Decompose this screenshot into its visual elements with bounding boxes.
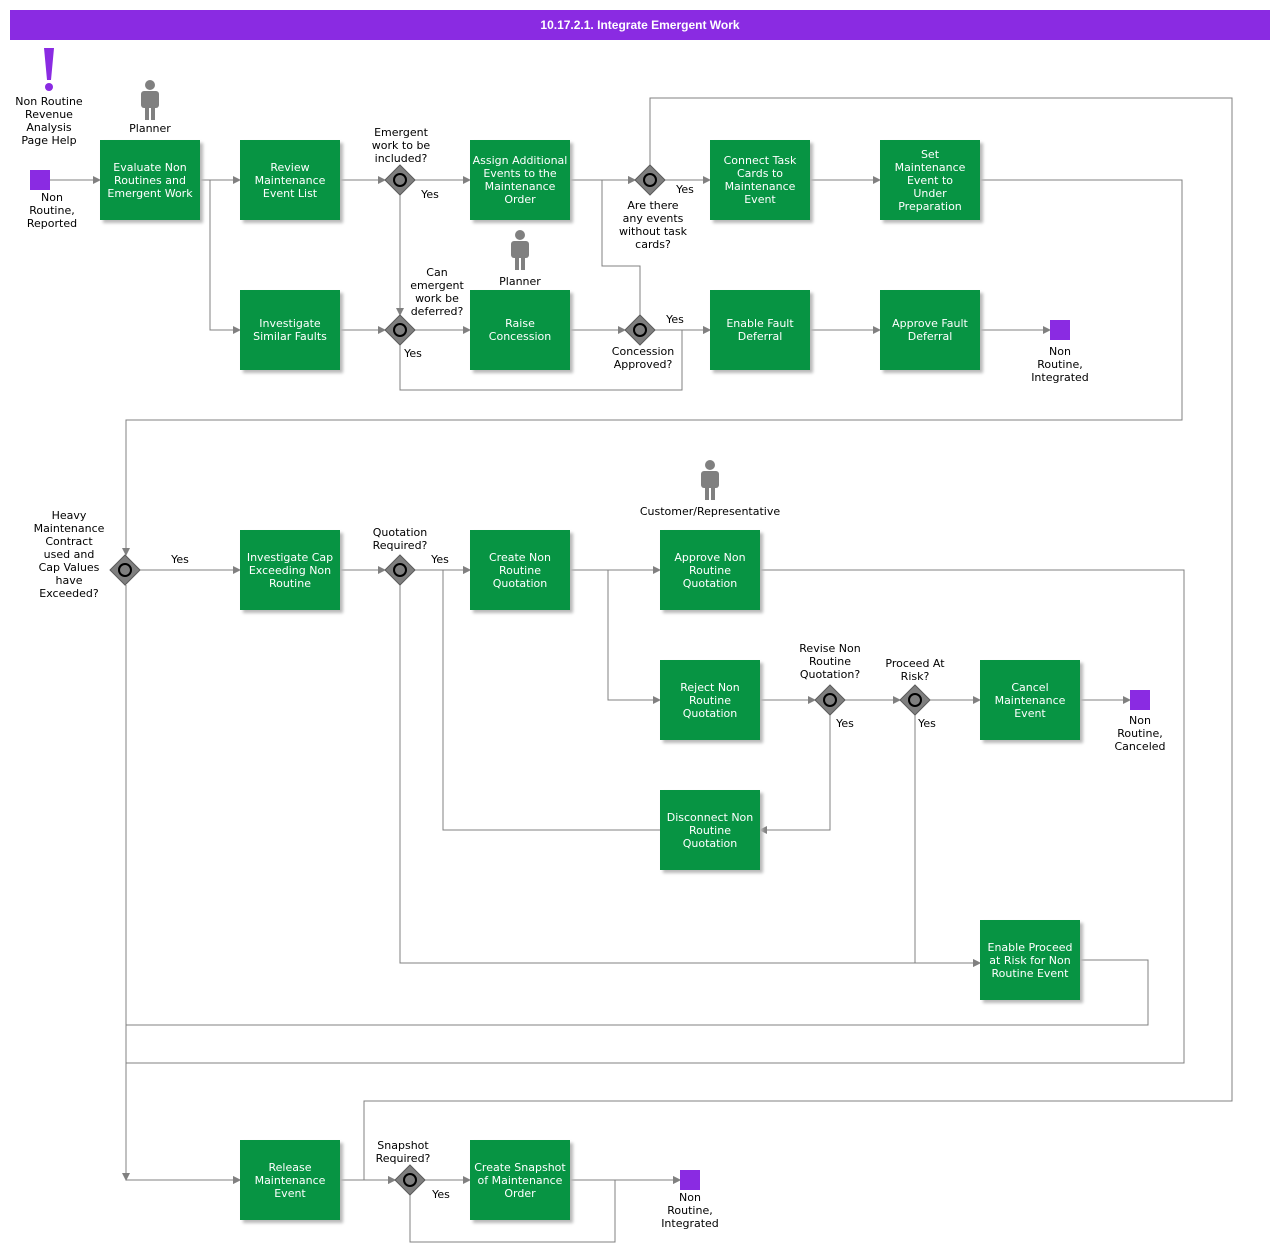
- flow-quotation-no-proceed: [399, 585, 981, 967]
- gateway-label-emergent-included: Emergent work to be included?: [371, 126, 431, 165]
- role-customer: Customer/Representative: [639, 505, 781, 518]
- end-event-integrated-2[interactable]: [680, 1170, 700, 1190]
- gateway-label-can-defer: Can emergent work be deferred?: [410, 266, 464, 318]
- gateway-quotation-required[interactable]: [384, 554, 416, 586]
- flow-label-yes: Yes: [431, 553, 449, 566]
- flow-label-yes: Yes: [421, 188, 439, 201]
- flow-revise-disconnect: [759, 715, 831, 834]
- gateway-label-concession-approved: Concession Approved?: [611, 345, 675, 371]
- task-connect[interactable]: Connect Task Cards to Maintenance Event: [710, 140, 810, 220]
- actor-icon-planner-2: [511, 230, 529, 270]
- task-disconnect-quotation[interactable]: Disconnect Non Routine Quotation: [660, 790, 760, 870]
- flow-snapshot-no-end: [409, 1176, 681, 1243]
- flow-label-yes: Yes: [676, 183, 694, 196]
- task-approve-fault[interactable]: Approve Fault Deferral: [880, 290, 980, 370]
- task-enable-fault[interactable]: Enable Fault Deferral: [710, 290, 810, 370]
- task-investigate-similar[interactable]: Investigate Similar Faults: [240, 290, 340, 370]
- flow-label-yes: Yes: [918, 717, 936, 730]
- task-set-event[interactable]: Set Maintenance Event to Under Preparati…: [880, 140, 980, 220]
- flow-events-no-loop: [363, 97, 1233, 1184]
- gateway-label-snapshot-required: Snapshot Required?: [375, 1139, 431, 1165]
- flow-heavy-no-release: [125, 585, 241, 1184]
- end-event-canceled[interactable]: [1130, 690, 1150, 710]
- flow-label-yes: Yes: [836, 717, 854, 730]
- end-event-integrated-1[interactable]: [1050, 320, 1070, 340]
- flow-no-defer-loop: [399, 326, 711, 391]
- gateway-snapshot-required[interactable]: [394, 1164, 426, 1196]
- gateway-label-events-without-cards: Are there any events without task cards?: [618, 199, 687, 251]
- flow-set-heavy: [122, 179, 1183, 556]
- gateway-proceed-at-risk[interactable]: [899, 684, 931, 716]
- help-label[interactable]: Non Routine Revenue Analysis Page Help: [15, 95, 83, 147]
- actor-icon-planner-1: [141, 80, 159, 120]
- flow-evaluate-investigate-similar: [200, 179, 241, 334]
- gateway-emergent-included[interactable]: [384, 164, 416, 196]
- flow-proceed-yes-enable: [914, 715, 981, 967]
- diagram-title: 10.17.2.1. Integrate Emergent Work: [10, 10, 1270, 40]
- gateway-label-revise-quotation: Revise Non Routine Quotation?: [799, 642, 861, 681]
- task-create-snapshot[interactable]: Create Snapshot of Maintenance Order: [470, 1140, 570, 1220]
- role-planner-2: Planner: [499, 275, 541, 288]
- end-event-integrated-1-label: Non Routine, Integrated: [1031, 345, 1089, 384]
- gateway-concession-approved[interactable]: [624, 314, 656, 346]
- flow-create-reject: [570, 569, 661, 704]
- start-event[interactable]: [30, 170, 50, 190]
- gateway-heavy-maintenance[interactable]: [109, 554, 141, 586]
- task-investigate-cap[interactable]: Investigate Cap Exceeding Non Routine: [240, 530, 340, 610]
- task-review[interactable]: Review Maintenance Event List: [240, 140, 340, 220]
- end-event-canceled-label: Non Routine, Canceled: [1114, 714, 1166, 753]
- task-evaluate[interactable]: Evaluate Non Routines and Emergent Work: [100, 140, 200, 220]
- task-release-event[interactable]: Release Maintenance Event: [240, 1140, 340, 1220]
- flow-label-yes: Yes: [666, 313, 684, 326]
- gateway-events-without-cards[interactable]: [634, 164, 666, 196]
- task-approve-quotation[interactable]: Approve Non Routine Quotation: [660, 530, 760, 610]
- flow-disconnect-create: [442, 566, 660, 831]
- gateway-label-heavy-maintenance: Heavy Maintenance Contract used and Cap …: [33, 509, 105, 600]
- task-cancel-event[interactable]: Cancel Maintenance Event: [980, 660, 1080, 740]
- gateway-label-proceed-at-risk: Proceed At Risk?: [885, 657, 945, 683]
- flow-label-yes: Yes: [404, 347, 422, 360]
- exclamation-icon: [44, 48, 54, 91]
- task-assign[interactable]: Assign Additional Events to the Maintena…: [470, 140, 570, 220]
- task-reject-quotation[interactable]: Reject Non Routine Quotation: [660, 660, 760, 740]
- gateway-label-quotation-required: Quotation Required?: [372, 526, 428, 552]
- actor-icon-customer: [701, 460, 719, 500]
- gateway-can-defer[interactable]: [384, 314, 416, 346]
- task-raise-concession[interactable]: Raise Concession: [470, 290, 570, 370]
- task-create-quotation[interactable]: Create Non Routine Quotation: [470, 530, 570, 610]
- gateway-revise-quotation[interactable]: [814, 684, 846, 716]
- end-event-integrated-2-label: Non Routine, Integrated: [661, 1191, 719, 1230]
- role-planner-1: Planner: [129, 122, 171, 135]
- flow-label-yes: Yes: [432, 1188, 450, 1201]
- start-event-label: Non Routine, Reported: [26, 191, 78, 230]
- flow-label-yes: Yes: [171, 553, 189, 566]
- task-enable-proceed[interactable]: Enable Proceed at Risk for Non Routine E…: [980, 920, 1080, 1000]
- flow-concession-no: [601, 176, 641, 315]
